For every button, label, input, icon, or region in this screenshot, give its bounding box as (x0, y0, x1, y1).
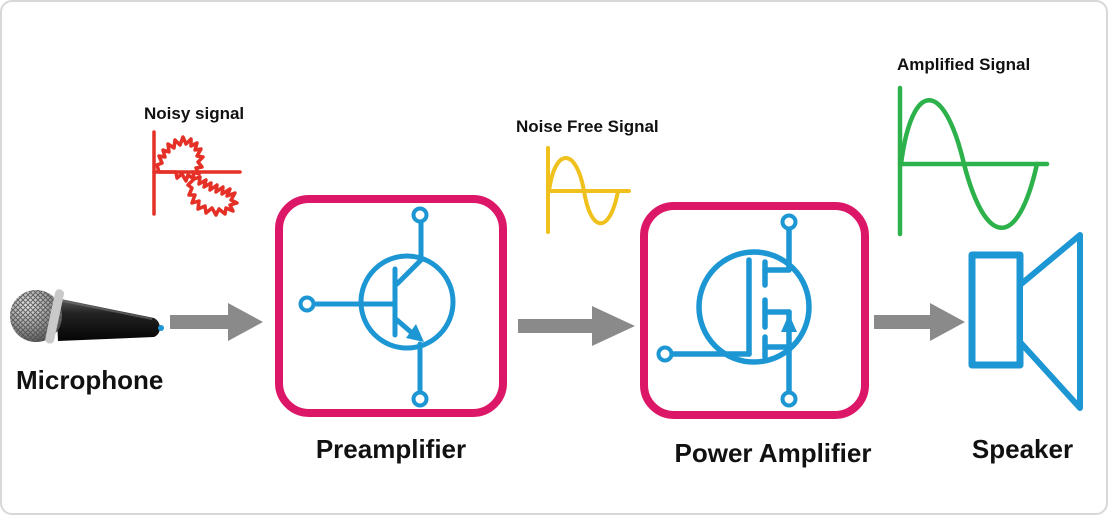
bjt-emitter-lead (394, 317, 415, 336)
speaker-horn (1017, 232, 1083, 411)
arrow-shape (518, 306, 635, 346)
noisy-signal-strokes (152, 130, 242, 217)
power-amplifier-label: Power Amplifier (674, 438, 872, 468)
speaker-label: Speaker (971, 434, 1074, 464)
noisy-signal-waveform (152, 130, 242, 217)
mosfet-body-arrowhead (781, 314, 797, 332)
flow-arrow-icon (874, 303, 965, 341)
mosfet-circle (696, 249, 812, 365)
bjt-terminal-emitter (411, 390, 429, 408)
noisy-lower-blob (186, 175, 239, 217)
microphone-body (10, 289, 164, 344)
bjt-strokes (298, 206, 456, 408)
mosfet-terminal-drain (780, 213, 798, 231)
bjt-terminal-collector (411, 206, 429, 224)
mosfet-transistor-icon (656, 213, 812, 408)
arrow-shape (874, 303, 965, 341)
noise-free-signal-waveform (546, 146, 631, 234)
speaker-driver-box (968, 251, 1024, 369)
mosfet-strokes (656, 213, 812, 408)
noise-free-signal-label: Noise Free Signal (516, 117, 659, 136)
sine-wave (547, 156, 620, 225)
mosfet-drain-lead (762, 225, 792, 273)
preamplifier-label: Preamplifier (315, 434, 467, 464)
arrow-shape (170, 303, 263, 341)
noisy-upper-blob (155, 135, 205, 183)
amplified-signal-label: Amplified Signal (897, 55, 1031, 74)
noisy-signal-label: Noisy signal (144, 104, 245, 123)
microphone-connector-dot (158, 325, 164, 331)
power-amplifier-box (640, 202, 869, 419)
amplified-strokes (897, 85, 1050, 237)
speaker-icon (968, 232, 1083, 411)
flow-arrow-icon (518, 306, 635, 346)
amplified-wave (898, 98, 1040, 230)
amplified-signal-waveform (897, 85, 1050, 237)
bjt-transistor-icon (298, 206, 456, 408)
mosfet-terminal-gate (656, 345, 674, 363)
noise-free-strokes (546, 146, 631, 234)
bjt-terminal-base (298, 295, 316, 313)
mosfet-terminal-source (780, 390, 798, 408)
bjt-collector-lead (394, 219, 424, 287)
flow-arrow-icon (170, 303, 263, 341)
speaker-strokes (968, 232, 1083, 411)
microphone-icon (10, 289, 164, 344)
microphone-label: Microphone (16, 365, 164, 395)
bjt-emitter-arrowhead (406, 324, 424, 342)
